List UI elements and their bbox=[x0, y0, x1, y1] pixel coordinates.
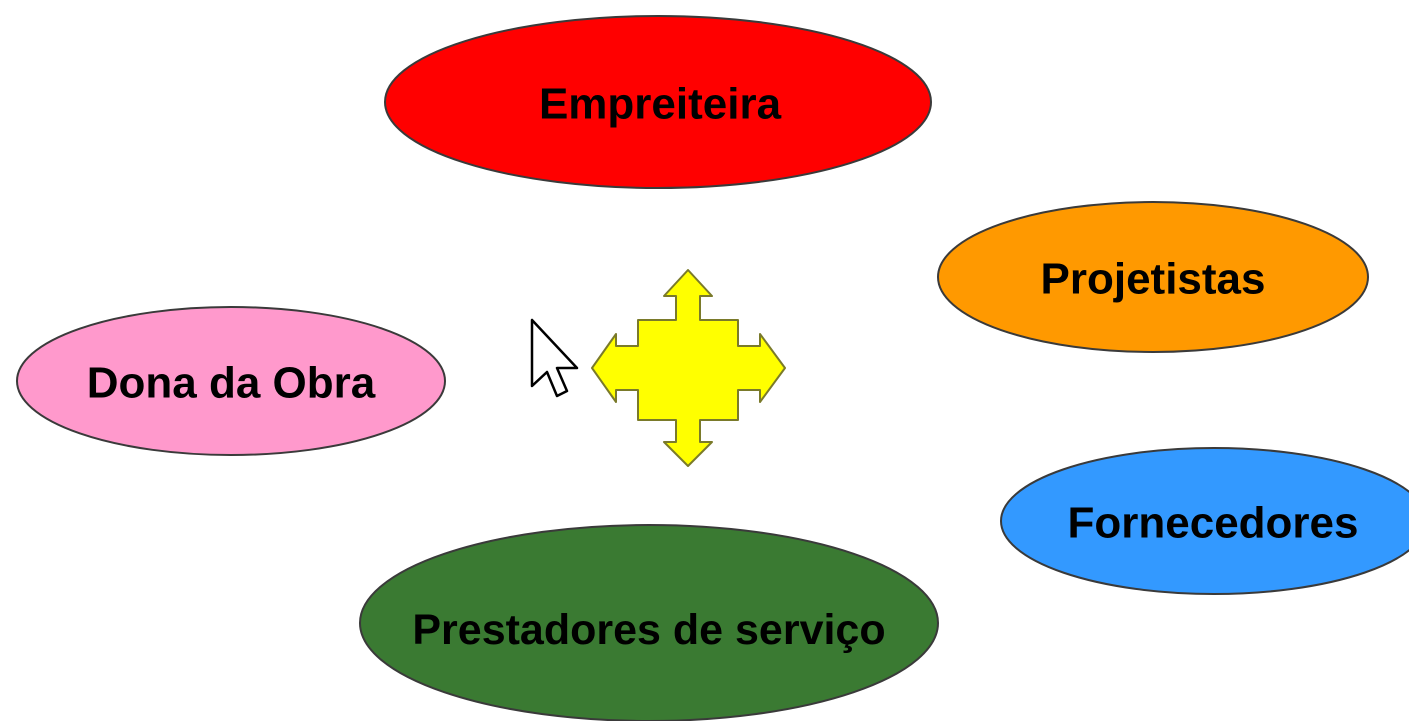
node-dona-da-obra-shape bbox=[16, 306, 446, 456]
node-empreiteira[interactable]: Empreiteira bbox=[384, 15, 932, 189]
node-dona-da-obra[interactable]: Dona da Obra bbox=[16, 306, 446, 456]
mouse-pointer-shape bbox=[530, 318, 579, 398]
node-projetistas[interactable]: Projetistas bbox=[937, 201, 1369, 353]
node-fornecedores-label: Fornecedores bbox=[1068, 499, 1359, 548]
node-fornecedores[interactable]: Fornecedores bbox=[1000, 447, 1409, 595]
four-way-arrow-icon[interactable] bbox=[591, 269, 786, 467]
node-fornecedores-shape bbox=[1000, 447, 1409, 595]
node-prestadores-de-servico[interactable]: Prestadores de serviço bbox=[359, 524, 939, 721]
node-empreiteira-shape bbox=[384, 15, 932, 189]
node-dona-da-obra-label: Dona da Obra bbox=[87, 359, 376, 408]
node-projetistas-shape bbox=[937, 201, 1369, 353]
node-projetistas-label: Projetistas bbox=[1041, 255, 1266, 304]
four-way-arrow-shape bbox=[591, 269, 786, 467]
node-prestadores-shape bbox=[359, 524, 939, 721]
node-empreiteira-label: Empreiteira bbox=[539, 80, 782, 129]
node-prestadores-label: Prestadores de serviço bbox=[412, 606, 885, 654]
mouse-pointer-icon bbox=[530, 318, 579, 398]
